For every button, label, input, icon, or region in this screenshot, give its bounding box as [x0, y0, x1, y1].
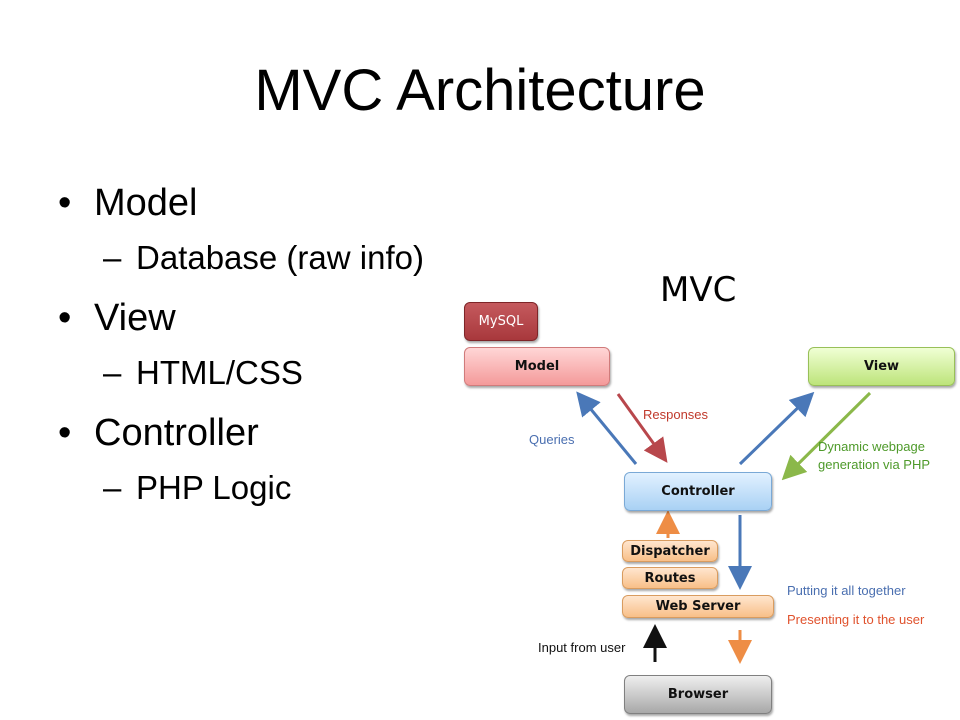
bullet-glyph: • — [58, 297, 72, 339]
mysql-box: MySQL — [464, 302, 538, 341]
diagram-heading: MVC — [660, 270, 737, 310]
view-box: View — [808, 347, 955, 386]
arrow-queries — [576, 391, 638, 465]
controller-box: Controller — [624, 472, 772, 511]
queries-label: Queries — [529, 432, 575, 447]
slide-title: MVC Architecture — [254, 58, 706, 123]
routes-box: Routes — [622, 567, 718, 589]
dynamic-generation-label: Dynamic webpage generation via PHP — [818, 439, 931, 472]
model-box: Model — [464, 347, 610, 386]
arrow-dynamic — [781, 391, 872, 481]
webserver-box: Web Server — [622, 595, 774, 618]
bullet-glyph: • — [58, 412, 72, 454]
putting-together-label: Putting it all together — [787, 583, 906, 598]
bullet-label-view: View — [94, 297, 176, 339]
sub-glyph: – — [103, 239, 122, 276]
dispatcher-box: Dispatcher — [622, 540, 718, 562]
presenting-label: Presenting it to the user — [787, 612, 925, 627]
subbullet-label-controller: PHP Logic — [136, 469, 292, 506]
input-from-user-label: Input from user — [538, 640, 626, 655]
bullet-label-controller: Controller — [94, 412, 259, 454]
browser-box: Browser — [624, 675, 772, 714]
subbullet-label-model: Database (raw info) — [136, 239, 424, 276]
arrow-to-view — [738, 391, 815, 466]
sub-glyph: – — [103, 469, 122, 506]
arrow-responses — [616, 393, 668, 463]
sub-glyph: – — [103, 354, 122, 391]
responses-label: Responses — [643, 407, 709, 422]
bullet-glyph: • — [58, 182, 72, 224]
subbullet-label-view: HTML/CSS — [136, 354, 303, 391]
bullet-label-model: Model — [94, 182, 198, 224]
